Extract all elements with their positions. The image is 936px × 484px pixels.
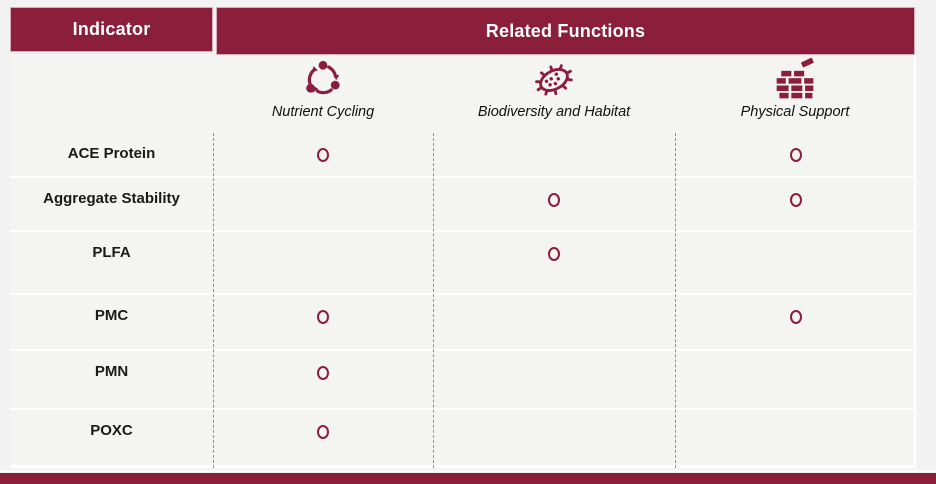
related-functions-header: Related Functions bbox=[216, 7, 915, 55]
relation-cell bbox=[675, 295, 916, 349]
indicator-cell: Aggregate Stability bbox=[43, 190, 180, 207]
column-head-biodiversity-habitat: Biodiversity and Habitat bbox=[444, 57, 664, 129]
relation-marker bbox=[317, 310, 329, 324]
relation-cell bbox=[675, 232, 916, 293]
table-row: PLFA bbox=[10, 232, 916, 295]
table-body: ACE Protein Aggregate Stability PLFA PMC… bbox=[10, 133, 916, 466]
brick-wall-icon bbox=[771, 57, 819, 103]
relation-cell bbox=[433, 351, 675, 408]
relation-cell bbox=[213, 351, 433, 408]
relation-cell bbox=[433, 133, 675, 176]
relation-cell bbox=[433, 232, 675, 293]
relation-marker bbox=[548, 193, 560, 207]
relation-marker bbox=[548, 247, 560, 261]
relation-marker bbox=[789, 148, 802, 162]
relation-cell bbox=[213, 178, 433, 230]
relation-marker bbox=[789, 193, 802, 207]
relation-cell bbox=[433, 178, 675, 230]
footer-bar bbox=[0, 473, 936, 484]
relation-cell bbox=[675, 410, 916, 466]
indicator-header: Indicator bbox=[10, 7, 213, 52]
indicator-cell: PMN bbox=[94, 363, 129, 380]
indicator-cell: PLFA bbox=[92, 244, 131, 261]
column-divider bbox=[433, 133, 434, 468]
relation-marker bbox=[317, 148, 329, 162]
column-label: Biodiversity and Habitat bbox=[477, 104, 631, 120]
table-row: PMC bbox=[10, 295, 916, 351]
indicator-cell: PMC bbox=[94, 307, 129, 324]
nutrient-cycling-icon bbox=[300, 57, 346, 103]
microbe-icon bbox=[529, 57, 579, 103]
relation-cell bbox=[675, 178, 916, 230]
table-row: ACE Protein bbox=[10, 133, 916, 178]
relation-cell bbox=[675, 351, 916, 408]
relation-marker bbox=[789, 310, 802, 324]
relation-cell bbox=[213, 295, 433, 349]
relation-marker bbox=[317, 425, 329, 439]
column-label: Nutrient Cycling bbox=[271, 104, 375, 120]
column-divider bbox=[213, 133, 214, 468]
column-label: Physical Support bbox=[740, 104, 850, 120]
relation-cell bbox=[675, 133, 916, 176]
indicator-cell: POXC bbox=[90, 422, 133, 439]
indicator-cell: ACE Protein bbox=[67, 145, 156, 162]
column-head-nutrient-cycling: Nutrient Cycling bbox=[213, 57, 433, 129]
column-head-physical-support: Physical Support bbox=[685, 57, 905, 129]
relation-cell bbox=[213, 133, 433, 176]
table-row: POXC bbox=[10, 410, 916, 466]
table-background bbox=[10, 55, 916, 468]
footer-divider bbox=[0, 470, 936, 472]
column-divider bbox=[675, 133, 676, 468]
relation-marker bbox=[317, 366, 329, 380]
table-row: Aggregate Stability bbox=[10, 178, 916, 232]
table-row: PMN bbox=[10, 351, 916, 410]
relation-cell bbox=[433, 295, 675, 349]
relation-cell bbox=[213, 410, 433, 466]
relation-cell bbox=[433, 410, 675, 466]
relation-cell bbox=[213, 232, 433, 293]
